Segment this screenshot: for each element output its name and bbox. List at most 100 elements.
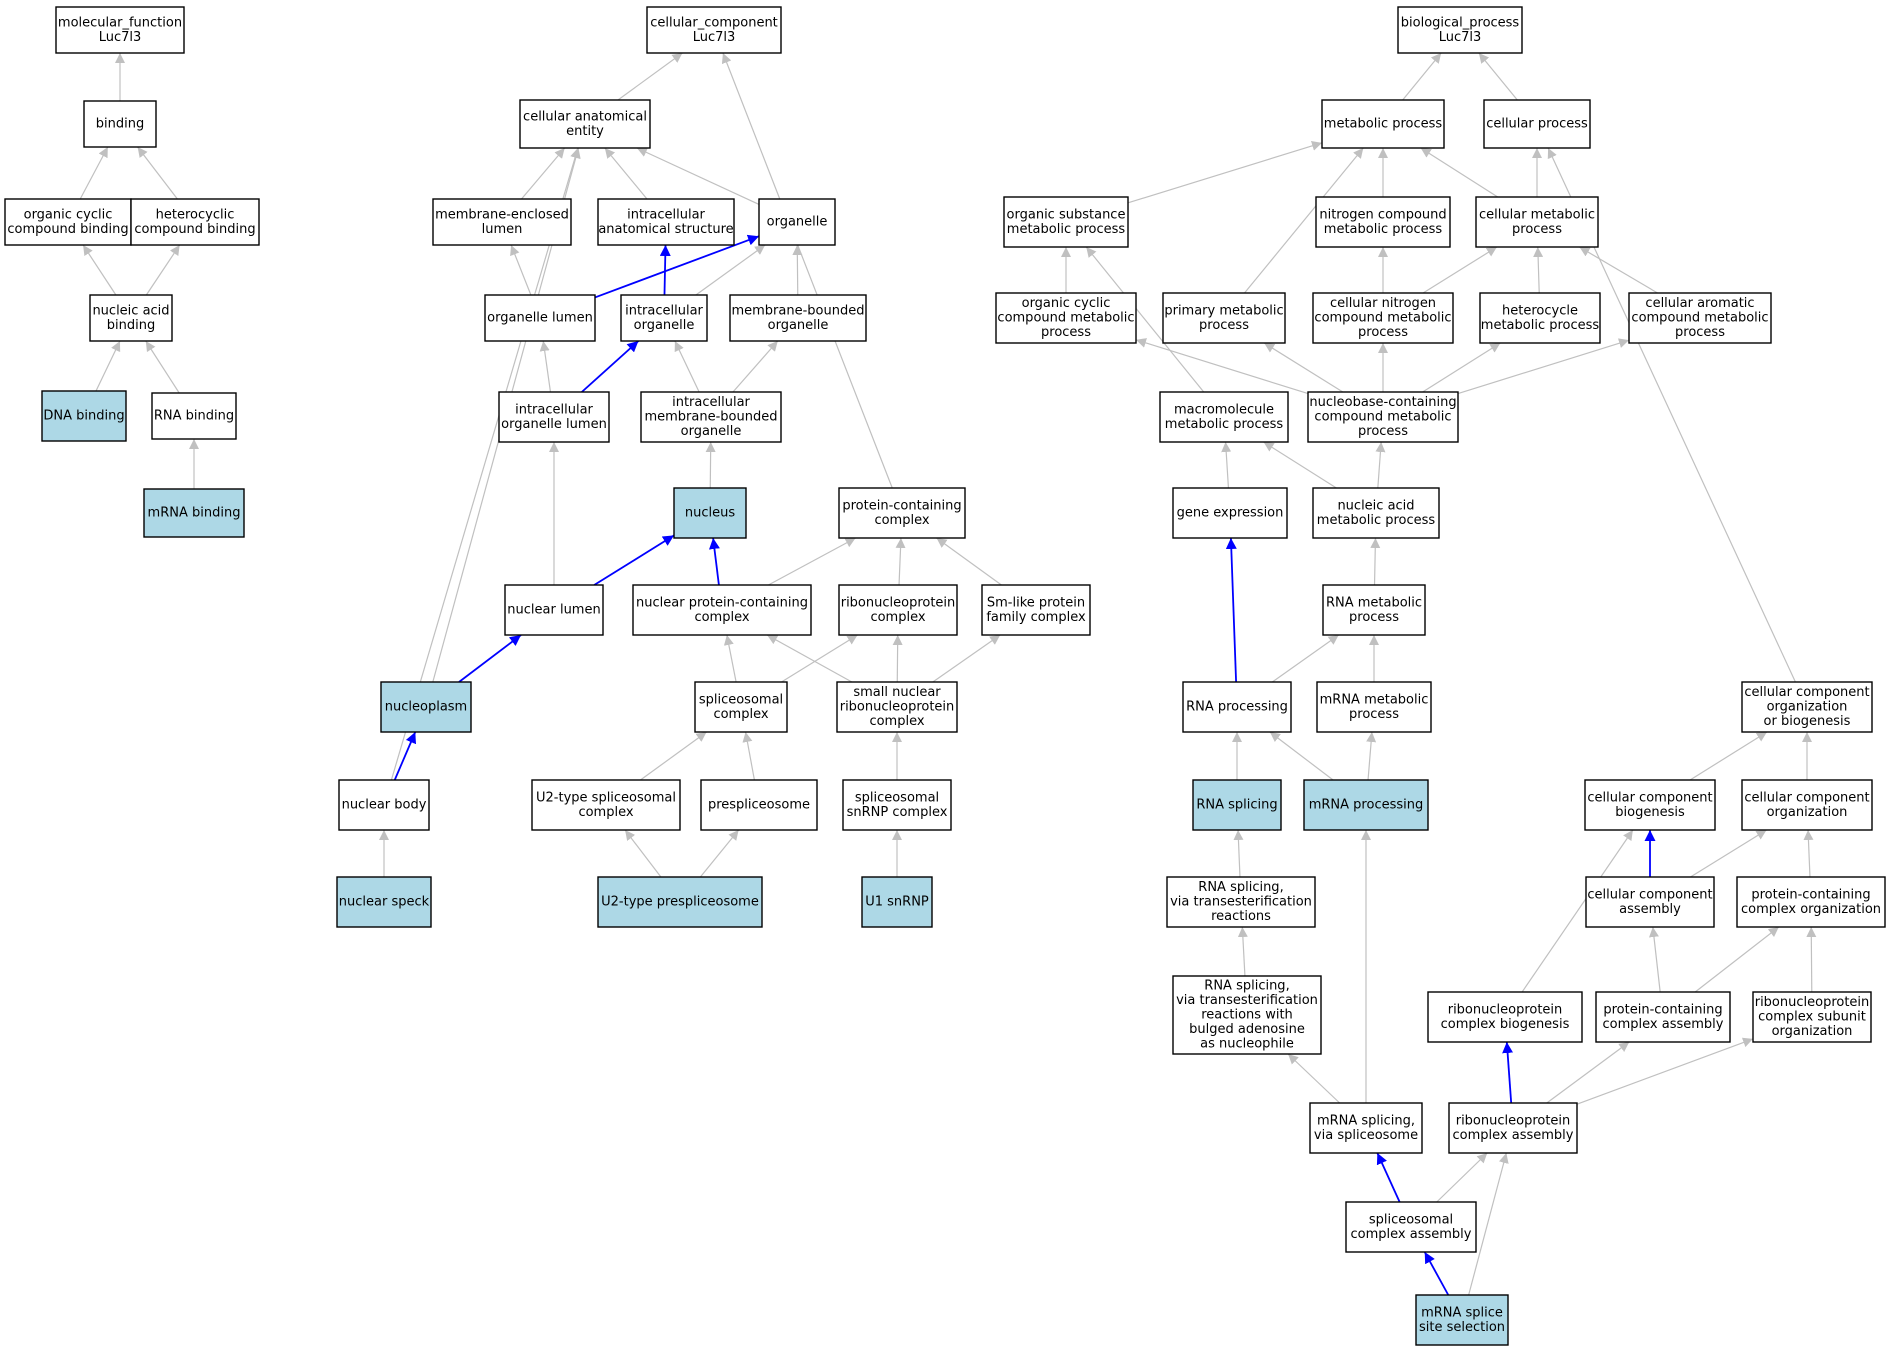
- node-box: [646, 6, 782, 54]
- edge-mrna_proc-to-rna_proc: [1269, 731, 1334, 781]
- edge-smlike-to-pcc: [936, 537, 1002, 586]
- go-term-node-rna-spl-bulged[interactable]: RNA splicing,via transesterificationreac…: [1172, 975, 1322, 1055]
- node-label-line: assembly: [1619, 902, 1681, 917]
- go-term-node-nuc-lumen[interactable]: nuclear lumen: [504, 584, 604, 636]
- go-term-node-cell-proc[interactable]: cellular process: [1483, 99, 1591, 149]
- go-term-node-mrna-proc[interactable]: mRNA processing: [1303, 779, 1429, 831]
- go-term-node-nuc-speck[interactable]: nuclear speck: [336, 876, 432, 928]
- node-label-line: intracellular: [672, 395, 750, 410]
- go-term-node-rna-bind[interactable]: RNA binding: [151, 392, 237, 440]
- node-label-line: organelle lumen: [501, 417, 607, 432]
- node-label-line: ribonucleoprotein: [1448, 1002, 1563, 1017]
- edge-rnp_assembly-to-rnp_biog: [1502, 1041, 1514, 1104]
- edge-mrna_proc-to-mrna_met: [1366, 731, 1377, 781]
- go-term-node-nucleoplasm[interactable]: nucleoplasm: [380, 681, 472, 733]
- node-box: [531, 779, 681, 831]
- go-term-node-organelle[interactable]: organelle: [758, 198, 836, 246]
- node-label-line: small nuclear: [853, 685, 941, 700]
- edge-org_lumen-to-organelle: [594, 234, 760, 299]
- go-term-node-u2-prespl[interactable]: U2-type prespliceosome: [597, 876, 763, 928]
- go-term-node-nuc-body[interactable]: nuclear body: [338, 779, 430, 831]
- node-box: [758, 198, 836, 246]
- go-term-node-met-proc[interactable]: metabolic process: [1321, 99, 1445, 149]
- node-box: [1479, 292, 1601, 344]
- node-box: [1166, 876, 1316, 928]
- go-term-node-org-lumen[interactable]: organelle lumen: [484, 294, 596, 342]
- go-term-node-gene-expr[interactable]: gene expression: [1172, 487, 1288, 539]
- node-box: [1162, 292, 1286, 344]
- go-term-node-rna-proc[interactable]: RNA processing: [1182, 681, 1292, 733]
- edge-snrnp-to-smlike: [932, 634, 1001, 683]
- go-term-node-binding[interactable]: binding: [83, 100, 157, 148]
- edge-nbc_met-to-prim_met: [1263, 342, 1344, 393]
- node-box: [89, 294, 173, 342]
- node-box: [842, 779, 952, 831]
- go-term-node-mrna-spl[interactable]: mRNA splicing,via spliceosome: [1309, 1102, 1423, 1154]
- edge-hetcyc_met-to-cell_met: [1533, 246, 1544, 294]
- node-label-line: gene expression: [1177, 506, 1284, 521]
- go-term-node-mrna-bind[interactable]: mRNA binding: [143, 488, 245, 538]
- edge-spl_assembly-to-rnp_assembly: [1436, 1152, 1488, 1203]
- node-box: [838, 584, 958, 636]
- go-term-node-rna-spl-trans[interactable]: RNA splicing,via transesterificationreac…: [1166, 876, 1316, 928]
- node-box: [1585, 876, 1715, 928]
- node-label-line: U2-type spliceosomal: [536, 790, 676, 805]
- node-box: [838, 487, 966, 539]
- go-term-node-rna-splicing[interactable]: RNA splicing: [1192, 779, 1282, 831]
- node-label-line: nuclear speck: [339, 895, 430, 910]
- node-label-line: macromolecule: [1174, 402, 1274, 417]
- go-term-node-dna-bind[interactable]: DNA binding: [41, 390, 127, 442]
- go-term-node-nucleus[interactable]: nucleus: [673, 487, 747, 539]
- go-term-node-u1-snrnp[interactable]: U1 snRNP: [861, 876, 933, 928]
- go-term-node-prespl[interactable]: prespliceosome: [700, 779, 818, 831]
- node-box: [1322, 584, 1426, 636]
- node-label-line: compound metabolic: [1631, 311, 1768, 326]
- node-label-line: metabolic process: [1007, 222, 1126, 237]
